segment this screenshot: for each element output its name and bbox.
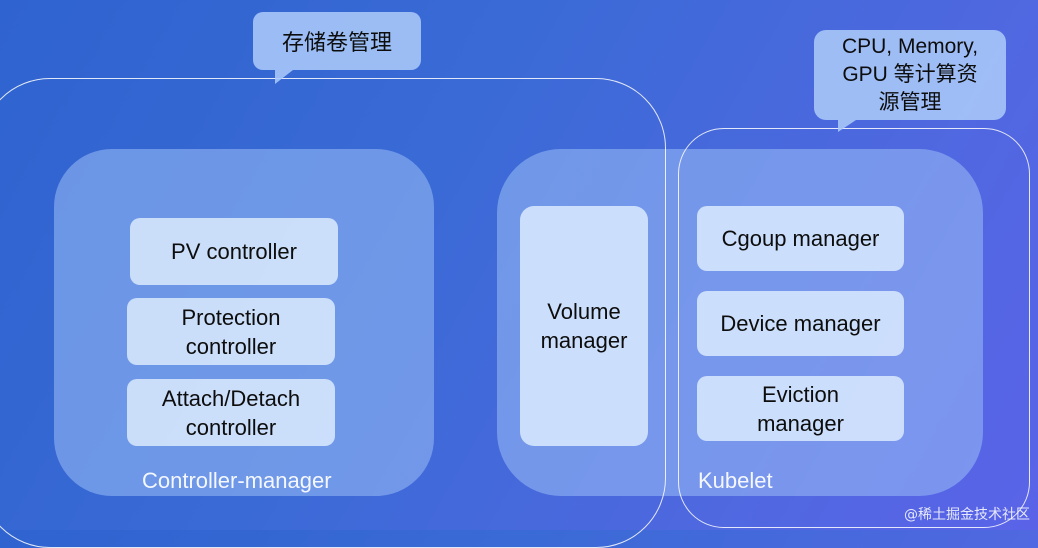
eviction-manager-text: Eviction manager	[757, 381, 844, 436]
attach-detach-controller-text: Attach/Detach controller	[161, 385, 301, 440]
compute-resource-callout: CPU, Memory, GPU 等计算资 源管理	[814, 30, 1006, 132]
attach-detach-controller-box: Attach/Detach controller	[127, 379, 335, 446]
pv-controller-text: PV controller	[171, 239, 297, 264]
protection-controller-text: Protection controller	[181, 304, 281, 359]
storage-volume-callout: 存储卷管理	[253, 12, 421, 84]
pv-controller-box: PV controller	[130, 218, 338, 285]
source-watermark: @稀土掘金技术社区	[904, 507, 1030, 523]
compute-resource-callout-text: CPU, Memory, GPU 等计算资 源管理	[841, 35, 979, 114]
protection-controller-box: Protection controller	[127, 298, 335, 365]
eviction-manager-box: Eviction manager	[697, 376, 904, 441]
storage-volume-callout-text: 存储卷管理	[281, 30, 392, 55]
volume-manager-box: Volume manager	[520, 206, 648, 446]
volume-manager-text: Volume manager	[540, 299, 628, 353]
controller-manager-label: Controller-manager	[142, 468, 332, 493]
architecture-diagram: Controller-manager Kubelet PV controller…	[0, 12, 1030, 548]
cgoup-manager-box: Cgoup manager	[697, 206, 904, 271]
cgoup-manager-text: Cgoup manager	[721, 226, 880, 251]
device-manager-text: Device manager	[720, 311, 881, 336]
kubelet-label: Kubelet	[698, 468, 773, 493]
device-manager-box: Device manager	[697, 291, 904, 356]
